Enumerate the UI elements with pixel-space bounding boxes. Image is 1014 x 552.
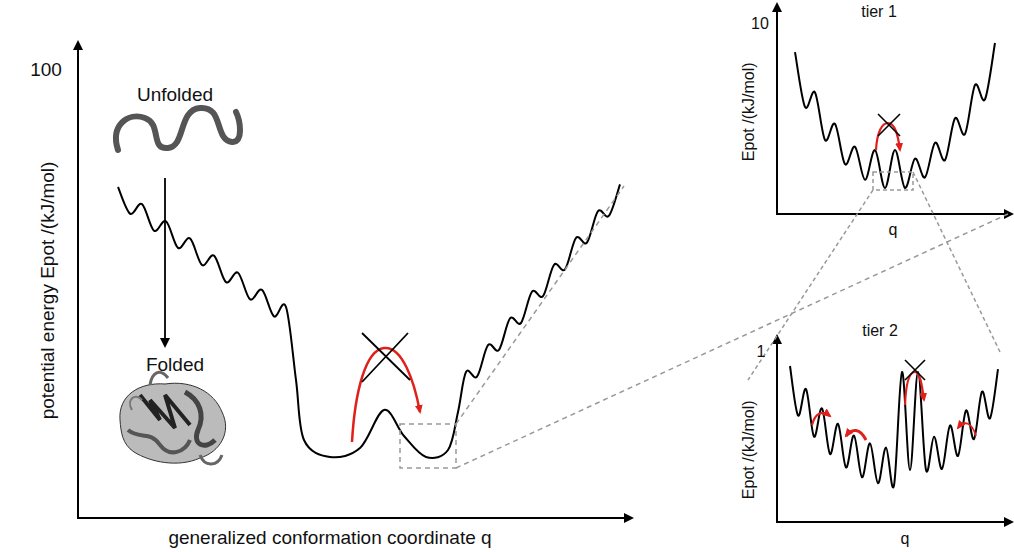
x-axis [77, 517, 632, 519]
zoom-line [913, 172, 1000, 352]
zoom-line [748, 190, 873, 380]
tier1-curve [795, 43, 995, 188]
tier2-y-axis [776, 336, 778, 522]
tier-title: tier 2 [862, 322, 898, 340]
forbidden-cross [905, 360, 925, 380]
zoom-line [456, 186, 624, 424]
forbidden-cross [905, 360, 925, 380]
unfolded-chain [116, 108, 240, 150]
folded-protein [120, 372, 226, 464]
axis-title: generalized conformation coordinate q [168, 528, 491, 549]
y-axis [77, 42, 79, 518]
zoom-line [456, 214, 1008, 468]
hop-arrow [846, 430, 866, 440]
tier-title: tier 1 [861, 3, 897, 21]
hop-arrow [812, 413, 830, 425]
forbidden-cross [878, 114, 900, 136]
forbidden-cross [362, 333, 408, 382]
tier1-x-axis [776, 213, 1012, 215]
hop-arrow [958, 423, 976, 436]
zoom-box [400, 424, 456, 468]
tier1-y-axis [776, 4, 778, 214]
axis-title: potential energy Epot /(kJ/mol) [39, 161, 60, 419]
tier2-x-axis [776, 521, 1012, 523]
state-label: Folded [146, 355, 204, 376]
axis-title: Epot /(kJ/mol) [739, 63, 757, 162]
tick-label: 100 [30, 60, 62, 81]
zoom-box [873, 172, 913, 190]
axis-title: Epot /(kJ/mol) [739, 401, 757, 500]
tick-label: 1 [757, 343, 766, 361]
axis-label: q [901, 530, 910, 548]
tier2-curve [790, 366, 998, 487]
state-label: Unfolded [137, 85, 213, 106]
tick-label: 10 [751, 15, 769, 33]
transition-arrow [352, 348, 420, 442]
forbidden-cross [878, 114, 900, 136]
folding-arrow [164, 178, 166, 346]
axis-label: q [889, 221, 898, 239]
